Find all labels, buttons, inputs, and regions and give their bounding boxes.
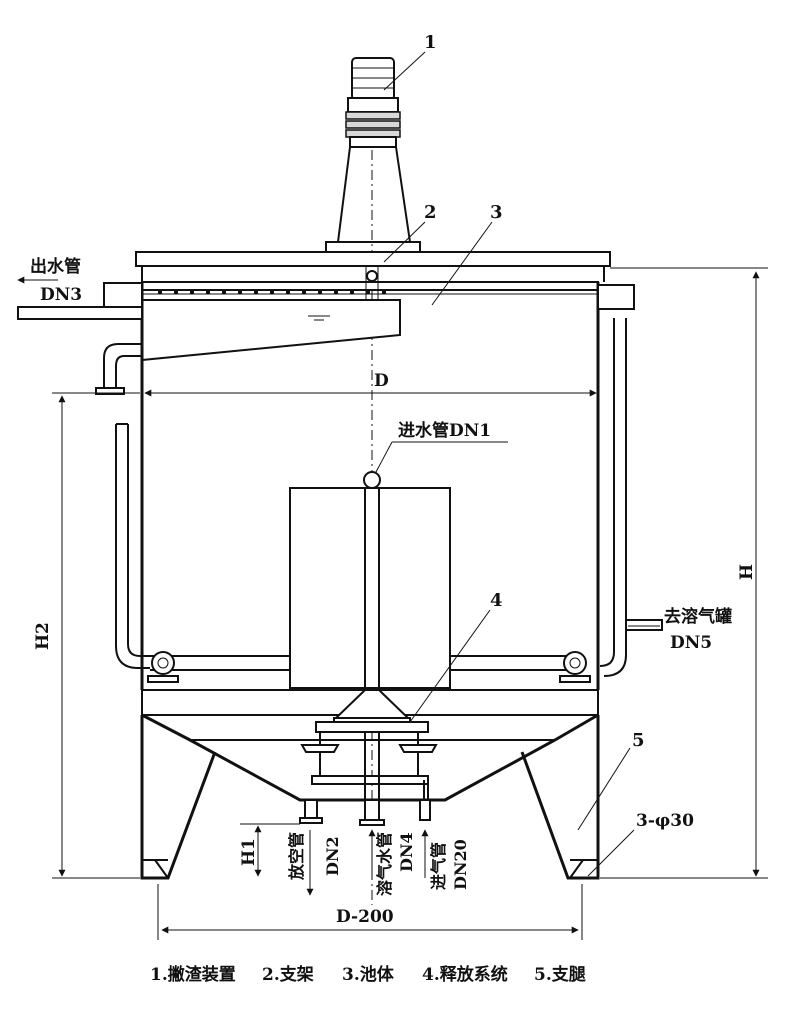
- skimmer-blade: [318, 290, 322, 294]
- skimmer-blade: [350, 290, 354, 294]
- caption-item-3: 3.池体: [342, 964, 395, 985]
- skimmer-blade: [366, 290, 370, 294]
- motor: [345, 57, 401, 148]
- dim-h: H: [737, 564, 757, 580]
- skimmer-blade: [254, 290, 258, 294]
- skimmer-blade: [222, 290, 226, 294]
- skimmer: [141, 266, 401, 362]
- label-outlet-dn: DN3: [40, 285, 82, 305]
- cone-support: [325, 146, 421, 253]
- callout-1: 1: [424, 32, 437, 53]
- skimmer-blade: [158, 290, 162, 294]
- dimension-lines: [52, 267, 768, 940]
- label-air-inlet: 进气管: [429, 842, 448, 890]
- label-to-tank-dn: DN5: [670, 633, 712, 653]
- callout-3: 3: [490, 202, 503, 223]
- skimmer-blade: [190, 290, 194, 294]
- label-dissolved-water: 溶气水管: [375, 832, 394, 896]
- label-outlet-pipe: 出水管: [30, 256, 81, 277]
- flow-arrows: [17, 276, 429, 896]
- skimmer-blade: [206, 290, 210, 294]
- dim-h1: H1: [239, 838, 259, 866]
- skimmer-blade: [238, 290, 242, 294]
- skimmer-blade: [270, 290, 274, 294]
- right-outlet-box: [597, 284, 663, 677]
- dim-h2: H2: [33, 622, 53, 650]
- skimmer-blade: [286, 290, 290, 294]
- left-return-pipe: [115, 423, 150, 669]
- skimmer-blade: [382, 290, 386, 294]
- callout-2: 2: [424, 202, 437, 223]
- skimmer-blade: [334, 290, 338, 294]
- label-inlet-pipe: 进水管DN1: [398, 420, 491, 441]
- outlet-pipe-assembly: [17, 282, 143, 395]
- skimmer-blade: [174, 290, 178, 294]
- dim-d: D: [374, 371, 389, 391]
- label-dissolved-water-dn: DN4: [397, 832, 416, 872]
- leader-lines: [375, 51, 660, 877]
- caption-item-2: 2.支架: [262, 964, 314, 985]
- caption-item-4: 4.释放系统: [422, 964, 508, 985]
- central-baffle: [289, 471, 451, 725]
- label-holes: 3-φ30: [636, 811, 694, 831]
- callout-4: 4: [490, 590, 503, 611]
- label-to-tank: 去溶气罐: [664, 606, 732, 627]
- callout-5: 5: [632, 730, 645, 751]
- label-drain-dn: DN2: [323, 836, 342, 876]
- label-drain-pipe: 放空管: [287, 832, 306, 881]
- dim-d-200: D-200: [336, 907, 394, 927]
- caption-item-5: 5.支腿: [534, 964, 586, 985]
- legs: [140, 715, 600, 880]
- label-air-inlet-dn: DN20: [451, 839, 470, 890]
- skimmer-blade: [302, 290, 306, 294]
- bottom-nozzles: [299, 799, 431, 826]
- caption-item-1: 1.撇渣装置: [150, 964, 236, 985]
